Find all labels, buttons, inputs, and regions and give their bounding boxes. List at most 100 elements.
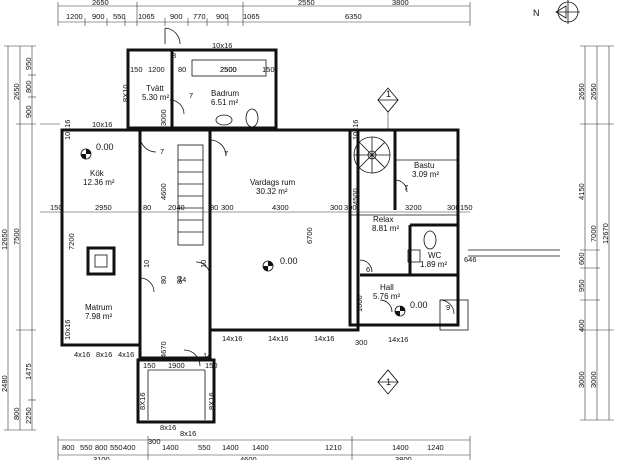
top-dim-2: 2550 [298,0,315,7]
level-markers: 0.00 0.00 0.00 [80,142,428,317]
window-label-porch-0: 8x16 [160,423,176,432]
right-dim-outer-1: 12670 [601,223,610,244]
window-label-left-0: 10x16 [63,120,72,140]
room-area-tvatt: 5.30 m² [142,93,169,102]
left-dim-mid-1: 7500 [12,228,21,245]
window-label-tvatt: 8X10 [121,84,130,102]
window-label-entry-1: 14x16 [268,334,288,343]
level-marker-hall: 0.00 [394,300,428,317]
left-dim-mid-3: 800 [12,407,21,420]
bot-dim-9: 1400 [252,443,269,452]
dim-porch-150a: 150 [143,361,156,370]
window-label-porch-1: 8x16 [180,429,196,438]
right-dim-inner-4: 400 [577,319,586,332]
level-kok: 0.00 [96,142,114,152]
window-label-left-1: 10x16 [63,320,72,340]
dim-relax-4500: 4500 [351,188,360,205]
top-dim-r2-5: 770 [193,12,206,21]
top-dim-r2-7: 1065 [243,12,260,21]
top-dim-r2-8: 6350 [345,12,362,21]
kok-row-8: 300 [344,203,357,212]
step-7c: 7 [224,149,228,158]
room-name-matrum: Matrum [85,303,112,312]
bot-dim-4: 400 [123,443,136,452]
room-area-matrum: 7.98 m² [85,312,112,321]
step-14a: 14 [178,275,186,284]
bot-dim-7: 550 [198,443,211,452]
bot-dim-r2-2: 3800 [395,455,412,460]
window-label-vard-side: 10x16 [351,120,360,140]
level-hall: 0.00 [410,300,428,310]
kok-row-11: 150 [460,203,473,212]
top-dim-r2-3: 1065 [138,12,155,21]
kok-row-3: 2040 [168,203,185,212]
right-dim-inner-2: 600 [577,252,586,265]
window-label-hall: 14x16 [388,335,408,344]
room-area-badrum: 6.51 m² [211,98,238,107]
left-dim-inner-1: 800 [24,80,33,93]
step-7b: 7 [189,91,193,100]
kok-row-9: 3200 [405,203,422,212]
section-mark-top: 1 [386,89,391,99]
level-vardagsrum: 0.00 [280,256,298,266]
dim-relax-1000: 1000 [355,295,364,312]
north-label: N [533,8,540,18]
room-labels: Tvätt 5.30 m² Badrum 6.51 m² Kök 12.36 m… [83,84,447,321]
strip-dim-2: 80 [178,65,186,74]
fireplace [86,246,116,276]
left-dim-outer-1: 2480 [0,375,9,392]
room-area-kok: 12.36 m² [83,178,115,187]
window-label-matrum-2: 4x16 [118,350,134,359]
kok-row-2: 80 [143,203,151,212]
left-dim-inner-3: 2250 [24,407,33,424]
right-dim-inner-1: 4150 [577,183,586,200]
right-dimension-lines: 2650 4150 600 950 400 3000 7000 12670 26… [577,45,614,421]
window-label-entry-0: 14x16 [222,334,242,343]
bot-dim-11: 1400 [392,443,409,452]
kok-row-1: 2950 [95,203,112,212]
kok-row-4: 80 [210,203,218,212]
dim-vard-6700: 6700 [305,227,314,244]
bot-dim-r2-0: 3100 [93,455,110,460]
top-dim-r2-4: 900 [170,12,183,21]
level-marker-kok: 0.00 [80,142,114,160]
top-dimension-lines: 2650 2550 3800 1200 900 550 1065 900 770… [57,0,471,26]
step-80a: 80 [159,276,168,284]
left-dim-inner-2: 900 [24,105,33,118]
top-dim-3: 3800 [392,0,409,7]
room-name-relax: Relax [373,215,393,224]
right-dim-mid-0: 2650 [589,83,598,100]
left-dim-outer-0: 12650 [0,229,9,250]
axis-lines [40,123,470,213]
bot-dim-5: 300 [148,437,161,446]
exterior-walls [60,48,560,424]
misc-300: 300 [355,338,368,347]
bot-dim-3: 550 [110,443,123,452]
top-dim-r2-6: 900 [216,12,229,21]
right-dim-inner-0: 2650 [577,83,586,100]
room-area-hall: 5.76 m² [373,292,400,301]
window-label-badrum-top: 10x16 [212,41,232,50]
section-marks: 1 1 [377,87,399,395]
kok-row-5: 300 [221,203,234,212]
strip-dim-3: 2500 [220,65,237,74]
top-dim-r2-2: 550 [113,12,126,21]
staircase [177,144,204,246]
right-dim-mid-5: 3000 [589,371,598,388]
room-name-hall: Hall [380,283,394,292]
room-area-relax: 8.81 m² [372,224,399,233]
bot-dim-0: 800 [62,443,75,452]
section-mark-bottom: 1 [386,377,391,387]
right-dim-inner-5: 3000 [577,371,586,388]
room-area-bastu: 3.09 m² [412,170,439,179]
room-name-kok: Kök [90,169,105,178]
bot-dim-2: 800 [95,443,108,452]
window-label-entry-2: 14x16 [314,334,334,343]
bot-dim-1: 550 [80,443,93,452]
north-arrow: N [533,0,580,24]
dim-porch-4670: 4670 [159,341,168,358]
bot-dim-6: 1400 [162,443,179,452]
